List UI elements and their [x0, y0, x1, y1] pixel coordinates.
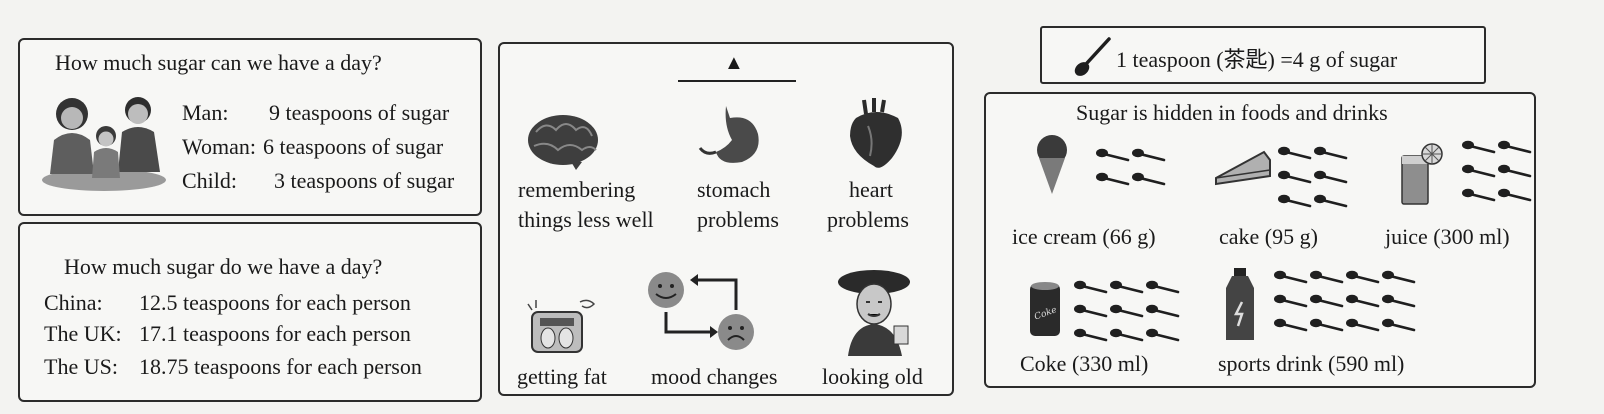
- heart-icon: [844, 96, 910, 172]
- item-label-cake: cake (95 g): [1219, 224, 1318, 249]
- blank-marker: ▲: [724, 52, 744, 74]
- teaspoon-icon: [1462, 188, 1496, 202]
- juice-icon: [1398, 142, 1450, 206]
- teaspoon-icon: [1132, 172, 1166, 186]
- spoon-cluster-cake: [1278, 146, 1348, 220]
- ice-cream-icon: [1032, 134, 1072, 196]
- teaspoon-icon: [1498, 164, 1532, 178]
- effects-panel: ▲ remembering things less well stomach p…: [498, 42, 954, 396]
- teaspoon-icon: [1074, 280, 1108, 294]
- teaspoon-icon: [1498, 140, 1532, 154]
- consumption-country-us: The US:: [44, 354, 118, 379]
- teaspoon-icon: [1382, 318, 1416, 332]
- allowance-panel: How much sugar can we have a day? Man: 9…: [18, 38, 482, 216]
- allowance-title: How much sugar can we have a day?: [55, 50, 382, 75]
- teaspoon-icon: [1310, 294, 1344, 308]
- scale-icon: [526, 298, 598, 356]
- item-label-sports-drink: sports drink (590 ml): [1218, 351, 1405, 376]
- allowance-who-child: Child:: [182, 168, 238, 193]
- teaspoon-icon: [1310, 270, 1344, 284]
- consumption-country-uk: The UK:: [44, 321, 122, 346]
- family-icon: [38, 92, 170, 192]
- allowance-amount-woman: 6 teaspoons of sugar: [263, 134, 444, 159]
- teaspoon-icon: [1278, 170, 1312, 184]
- teaspoon-icon: [1074, 328, 1108, 342]
- effect-label-heart-1: heart: [849, 177, 893, 202]
- teaspoon-icon: [1274, 318, 1308, 332]
- teaspoon-icon: [1314, 146, 1348, 160]
- allowance-who-woman: Woman:: [182, 134, 256, 159]
- consumption-country-china: China:: [44, 290, 103, 315]
- answer-line: [678, 80, 796, 82]
- item-label-ice-cream: ice cream (66 g): [1012, 224, 1156, 249]
- consumption-amount-us: 18.75 teaspoons for each person: [139, 354, 422, 379]
- teaspoon-icon: [1146, 304, 1180, 318]
- consumption-panel: How much sugar do we have a day? China: …: [18, 222, 482, 402]
- allowance-who-man: Man:: [182, 100, 229, 125]
- hidden-sugar-title: Sugar is hidden in foods and drinks: [1076, 100, 1388, 125]
- teaspoon-note-box: 1 teaspoon (茶匙) =4 g of sugar: [1040, 26, 1486, 84]
- cake-icon: [1214, 148, 1274, 188]
- effect-label-old: looking old: [822, 364, 923, 389]
- consumption-amount-china: 12.5 teaspoons for each person: [139, 290, 411, 315]
- old-woman-icon: [836, 264, 918, 356]
- item-label-juice: juice (300 ml): [1385, 224, 1510, 249]
- teaspoon-icon: [1110, 280, 1144, 294]
- sports-drink-icon: [1222, 268, 1258, 342]
- teaspoon-icon: [1382, 294, 1416, 308]
- effect-label-fat: getting fat: [517, 364, 607, 389]
- spoon-cluster-coke: [1074, 280, 1184, 344]
- effect-label-mood: mood changes: [651, 364, 778, 389]
- teaspoon-icon: [1278, 146, 1312, 160]
- teaspoon-icon: [1096, 172, 1130, 186]
- coke-can-icon: Coke: [1028, 280, 1062, 340]
- effect-label-stomach-2: problems: [697, 207, 779, 232]
- teaspoon-icon: [1274, 294, 1308, 308]
- allowance-amount-child: 3 teaspoons of sugar: [274, 168, 455, 193]
- teaspoon-icon: [1278, 194, 1312, 208]
- mood-faces-icon: [644, 268, 764, 356]
- teaspoon-icon: [1382, 270, 1416, 284]
- teaspoon-icon: [1146, 328, 1180, 342]
- teaspoon-icon: [1146, 280, 1180, 294]
- effect-label-stomach-1: stomach: [697, 177, 771, 202]
- teaspoon-icon: [1310, 318, 1344, 332]
- teaspoon-icon: [1132, 148, 1166, 162]
- item-label-coke: Coke (330 ml): [1020, 351, 1149, 376]
- allowance-amount-man: 9 teaspoons of sugar: [269, 100, 450, 125]
- teaspoon-icon: [1072, 36, 1112, 78]
- spoon-cluster-juice: [1462, 140, 1532, 214]
- teaspoon-icon: [1314, 194, 1348, 208]
- effect-label-remembering-1: remembering: [518, 177, 636, 202]
- effect-label-remembering-2: things less well: [518, 207, 654, 232]
- teaspoon-icon: [1462, 164, 1496, 178]
- teaspoon-icon: [1346, 294, 1380, 308]
- teaspoon-icon: [1346, 270, 1380, 284]
- stomach-icon: [696, 104, 766, 168]
- teaspoon-icon: [1096, 148, 1130, 162]
- teaspoon-icon: [1110, 304, 1144, 318]
- spoon-cluster-ice-cream: [1096, 148, 1166, 198]
- teaspoon-note: 1 teaspoon (茶匙) =4 g of sugar: [1116, 47, 1398, 72]
- teaspoon-icon: [1274, 270, 1308, 284]
- spoon-cluster-sports-drink: [1274, 270, 1434, 346]
- teaspoon-icon: [1314, 170, 1348, 184]
- brain-icon: [526, 112, 600, 170]
- teaspoon-icon: [1462, 140, 1496, 154]
- teaspoon-icon: [1346, 318, 1380, 332]
- effect-label-heart-2: problems: [827, 207, 909, 232]
- teaspoon-icon: [1074, 304, 1108, 318]
- teaspoon-icon: [1110, 328, 1144, 342]
- hidden-sugar-panel: Sugar is hidden in foods and drinks Coke: [984, 92, 1536, 388]
- consumption-amount-uk: 17.1 teaspoons for each person: [139, 321, 411, 346]
- teaspoon-icon: [1498, 188, 1532, 202]
- consumption-title: How much sugar do we have a day?: [64, 254, 383, 279]
